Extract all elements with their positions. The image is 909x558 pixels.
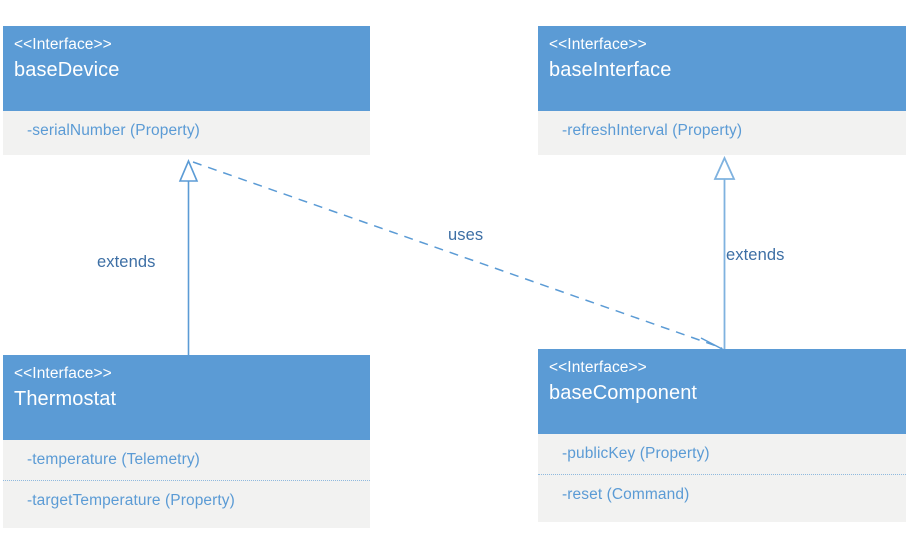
class-body-baseDevice: -serialNumber (Property) <box>3 111 370 155</box>
class-title: baseDevice <box>14 59 120 81</box>
class-title: Thermostat <box>14 388 117 410</box>
class-stereotype: <<Interface>> <box>549 36 647 53</box>
class-body-baseComponent: -publicKey (Property) -reset (Command) <box>538 434 906 522</box>
class-box-baseComponent[interactable]: <<Interface>> baseComponent -publicKey (… <box>538 349 906 522</box>
class-header-baseComponent: <<Interface>> baseComponent <box>538 349 906 434</box>
class-member[interactable]: -publicKey (Property) <box>562 445 710 462</box>
class-member[interactable]: -serialNumber (Property) <box>27 122 200 139</box>
class-member[interactable]: -temperature (Telemetry) <box>27 451 200 468</box>
class-stereotype: <<Interface>> <box>14 365 112 382</box>
class-header-baseDevice: <<Interface>> baseDevice <box>3 26 370 111</box>
class-title: baseInterface <box>549 59 672 81</box>
hollow-triangle-arrowhead-right <box>713 155 736 180</box>
relationship-label-uses: uses <box>448 226 484 244</box>
class-header-Thermostat: <<Interface>> Thermostat <box>3 355 370 440</box>
relationship-label-extends-left: extends <box>97 253 156 271</box>
class-title: baseComponent <box>549 382 698 404</box>
class-member[interactable]: -targetTemperature (Property) <box>3 480 370 521</box>
class-body-Thermostat: -temperature (Telemetry) -targetTemperat… <box>3 440 370 528</box>
class-stereotype: <<Interface>> <box>14 36 112 53</box>
class-stereotype: <<Interface>> <box>549 359 647 376</box>
relationship-label-extends-right: extends <box>726 246 785 264</box>
class-box-baseInterface[interactable]: <<Interface>> baseInterface -refreshInte… <box>538 26 906 155</box>
class-member[interactable]: -refreshInterval (Property) <box>562 122 743 139</box>
class-header-baseInterface: <<Interface>> baseInterface <box>538 26 906 111</box>
class-box-Thermostat[interactable]: <<Interface>> Thermostat -temperature (T… <box>3 355 370 528</box>
class-body-baseInterface: -refreshInterval (Property) <box>538 111 906 155</box>
class-member[interactable]: -reset (Command) <box>538 474 906 515</box>
class-box-baseDevice[interactable]: <<Interface>> baseDevice -serialNumber (… <box>3 26 370 155</box>
uses-dashed-line <box>192 161 723 349</box>
hollow-triangle-arrowhead-left <box>178 158 199 182</box>
